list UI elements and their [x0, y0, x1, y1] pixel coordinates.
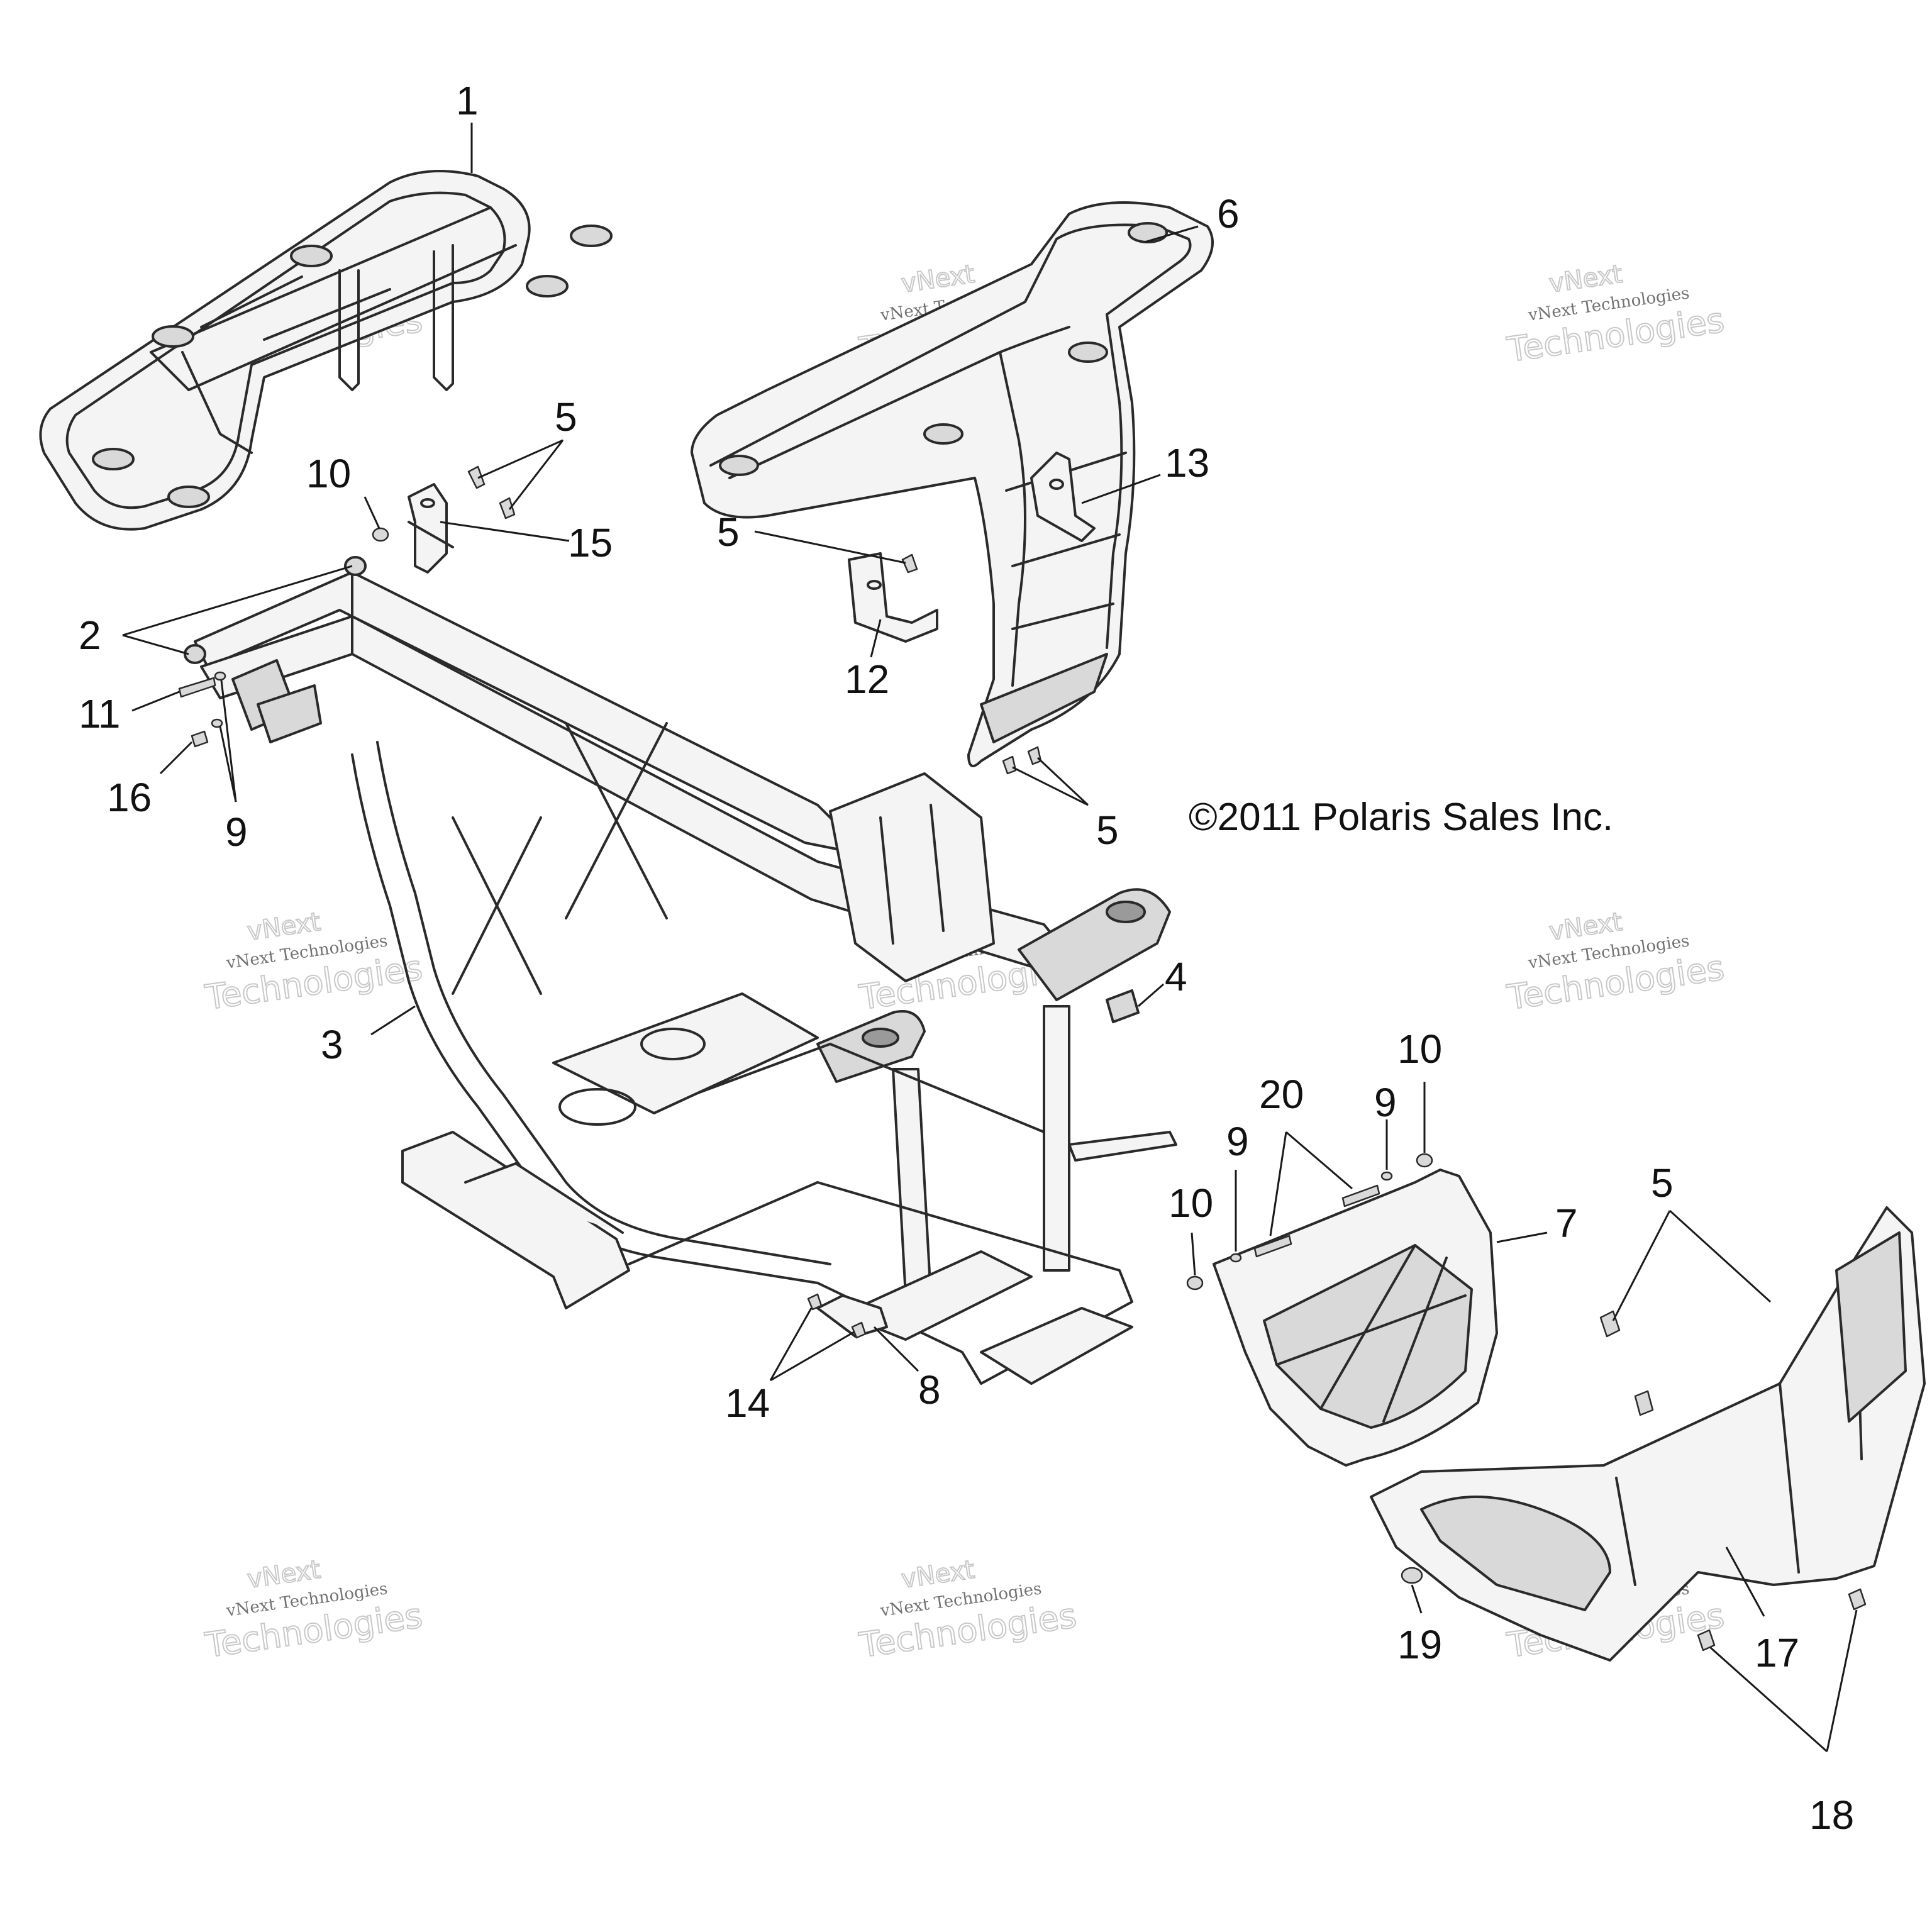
front-rack	[691, 201, 1214, 767]
callout-19: 19	[1397, 1622, 1442, 1667]
callout-4: 4	[1165, 954, 1187, 999]
leader-3	[370, 1005, 416, 1036]
leader-9a1	[219, 726, 237, 802]
callout-9-rear: 9	[225, 809, 248, 855]
leader-4	[1138, 983, 1164, 1008]
watermark: vNext vNext Technologies Technologies	[1504, 907, 1727, 1018]
leader-20b	[1285, 1131, 1353, 1190]
leader-10b	[1191, 1232, 1196, 1276]
callout-lines	[122, 123, 1858, 1753]
leader-14b	[770, 1331, 855, 1382]
callout-1: 1	[456, 78, 479, 123]
callout-9-grille-right: 9	[1374, 1080, 1397, 1125]
leader-18a	[1710, 1646, 1828, 1753]
leader-12	[870, 619, 882, 658]
callout-13: 13	[1165, 440, 1209, 486]
watermark: vNext vNext Technologies Technologies	[202, 907, 425, 1018]
svg-text:vNext: vNext	[1547, 260, 1624, 299]
leader-5c1	[1012, 766, 1089, 806]
leader-5d2	[1668, 1209, 1772, 1303]
leader-14a	[769, 1307, 813, 1381]
rear-rack	[39, 170, 613, 531]
callout-5-mid: 5	[717, 509, 740, 555]
svg-text:vNext: vNext	[245, 1555, 322, 1594]
callout-10-grille-right: 10	[1397, 1026, 1442, 1072]
front-bumper	[1370, 1206, 1926, 1662]
fasteners	[178, 465, 1867, 1652]
leader-5d1	[1612, 1210, 1671, 1321]
callout-15: 15	[568, 520, 613, 565]
callout-3: 3	[321, 1022, 343, 1067]
frame-plugs	[184, 556, 367, 664]
leader-8	[873, 1326, 919, 1372]
leader-16	[159, 741, 193, 775]
svg-text:vNext: vNext	[899, 1555, 976, 1594]
callout-18: 18	[1809, 1792, 1854, 1838]
callout-5-front: 5	[1096, 808, 1119, 853]
callout-11: 11	[79, 691, 120, 736]
grille	[1213, 1169, 1498, 1467]
leader-9a2	[220, 680, 237, 802]
leader-11	[131, 691, 180, 712]
leader-2a	[122, 565, 353, 636]
leader-6	[1144, 225, 1199, 243]
callout-5-bumper: 5	[1651, 1160, 1674, 1206]
strap	[816, 1131, 1177, 1338]
leader-5b	[754, 530, 906, 564]
callout-20: 20	[1259, 1072, 1304, 1117]
watermark: vNext vNext Technologies Technologies	[1504, 259, 1727, 370]
leader-18b	[1826, 1609, 1858, 1752]
bumper-block	[1106, 989, 1140, 1023]
leader-17	[1725, 1546, 1765, 1617]
callout-6: 6	[1217, 191, 1240, 236]
callout-14: 14	[725, 1380, 770, 1426]
callout-16: 16	[107, 775, 152, 820]
mount-bracket-12	[848, 552, 938, 643]
leader-19	[1411, 1584, 1423, 1614]
svg-text:vNext: vNext	[899, 260, 976, 299]
front-rack-mount	[1030, 452, 1096, 542]
leader-10a	[364, 496, 380, 529]
copyright-notice: ©2011 Polaris Sales Inc.	[1189, 796, 1613, 839]
svg-text:vNext: vNext	[1547, 908, 1624, 947]
callout-12: 12	[845, 657, 889, 702]
main-frame	[194, 571, 1171, 1385]
leader-15	[440, 521, 570, 542]
leader-2b	[122, 634, 189, 655]
watermark: vNext vNext Technologies Technologies	[202, 1555, 425, 1666]
callout-10-grille-left: 10	[1169, 1180, 1213, 1226]
callout-8: 8	[918, 1367, 941, 1413]
leader-5c2	[1036, 757, 1089, 806]
leader-13	[1081, 474, 1161, 504]
leader-5a2	[508, 440, 564, 510]
callout-17: 17	[1755, 1630, 1799, 1675]
callout-10-rear: 10	[306, 451, 351, 496]
leader-5a1	[477, 439, 564, 479]
callout-labels: 1 2 3 4 5 5 5 5 6 7 8 9 9 9 10 10 10 11 …	[79, 78, 1854, 1838]
callout-7: 7	[1555, 1201, 1578, 1246]
leader-7	[1496, 1231, 1548, 1243]
callout-2: 2	[79, 613, 101, 658]
leader-20a	[1269, 1131, 1287, 1236]
rear-bracket	[408, 483, 454, 574]
watermark: vNext vNext Technologies Technologies	[856, 1555, 1079, 1666]
callout-9-grille-left: 9	[1226, 1119, 1249, 1164]
svg-text:vNext: vNext	[245, 908, 322, 947]
callout-5-rear: 5	[555, 394, 577, 440]
